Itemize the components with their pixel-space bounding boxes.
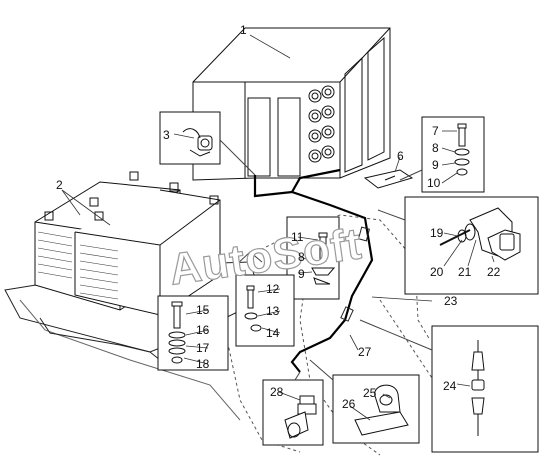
battery-grille [37,231,119,300]
label-25: 25 [363,386,377,400]
label-15: 15 [196,303,210,317]
label-10: 10 [427,176,441,190]
detail-box-24 [359,319,539,453]
detail-box-11 [286,216,340,300]
bracket-part-6 [363,169,414,189]
detail-box-12-14 [235,251,295,347]
label-24: 24 [443,379,457,393]
label-8-top: 8 [432,141,439,155]
harness-connectors [340,226,371,322]
label-2: 2 [56,178,63,192]
detail-box-7-10 [399,116,485,193]
label-12: 12 [266,282,280,296]
detail-box-3 [159,111,256,176]
detail-box-15-18 [157,295,229,371]
label-14: 14 [266,326,280,340]
leader-lines [61,34,495,421]
label-20: 20 [430,265,444,279]
label-8-mid: 8 [298,250,305,264]
electrical-cabinet [192,27,391,181]
wiring-harness [253,168,374,373]
label-18: 18 [196,357,210,371]
label-1: 1 [240,23,247,37]
label-26: 26 [342,397,356,411]
batteries [34,171,221,316]
connector-sockets [308,85,335,163]
label-27: 27 [358,345,372,359]
detail-box-19-22 [377,196,539,295]
label-19: 19 [430,226,444,240]
label-16: 16 [196,323,210,337]
label-9-mid: 9 [298,267,305,281]
detail-box-28 [262,371,324,446]
label-11: 11 [291,230,304,244]
part-number-labels: 1 2 3 6 7 8 9 10 11 8 9 12 13 14 15 16 1… [56,23,501,411]
label-3: 3 [163,128,170,142]
label-21: 21 [458,265,472,279]
label-17: 17 [196,341,210,355]
label-6: 6 [397,149,404,163]
label-13: 13 [266,304,280,318]
label-22: 22 [487,265,501,279]
label-7: 7 [432,124,439,138]
label-23: 23 [444,294,458,308]
detail-box-25-26 [309,359,420,444]
label-28: 28 [270,385,284,399]
label-9-top: 9 [432,158,439,172]
